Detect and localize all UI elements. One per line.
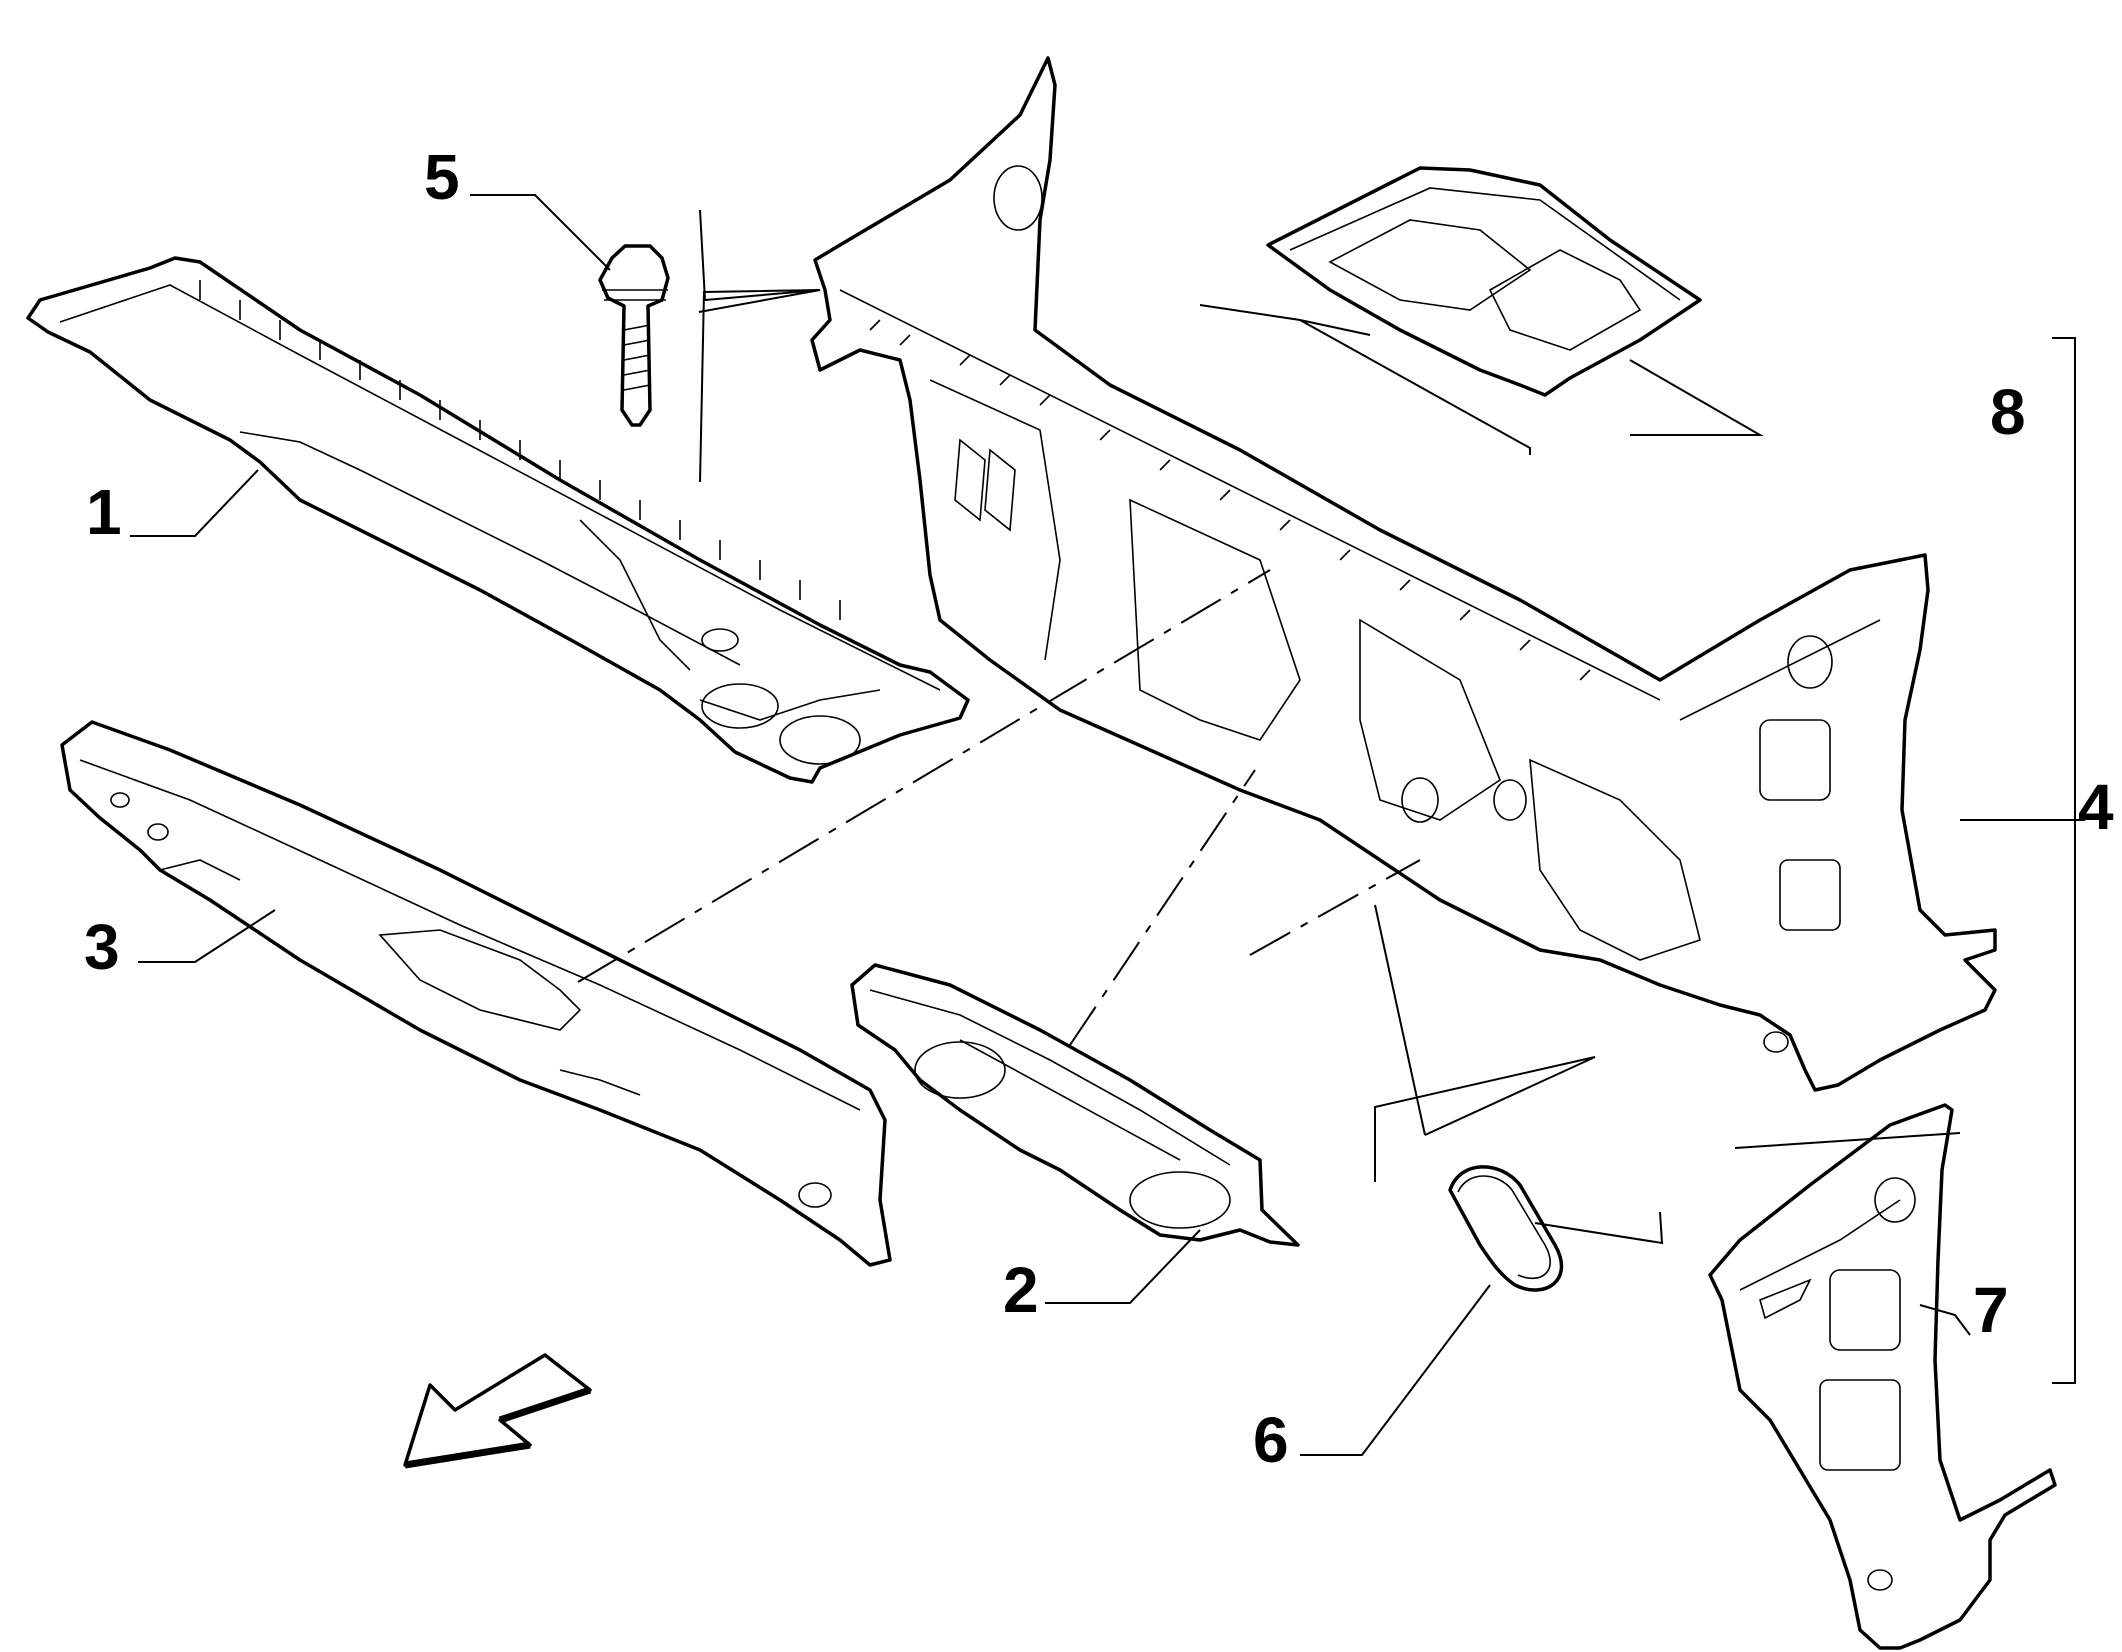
callout-3: 3 [84,911,120,983]
part-4-dash-panel [810,56,1997,1092]
callout-4: 4 [2078,771,2114,843]
assembly-lines [577,209,1961,1245]
part-5-bolt [598,244,670,427]
callout-7: 7 [1973,1274,2009,1346]
part-7-side-pillar [1708,1103,2057,1650]
callout-6: 6 [1253,1404,1289,1476]
callout-5: 5 [424,141,460,213]
callout-8: 8 [1990,376,2026,448]
group-bracket [2052,337,2085,1384]
part-3-lower-cross-member [60,720,892,1267]
part-6-grommet [1448,1165,1564,1292]
part-2-reinforcement [850,963,1300,1247]
part-8-pad [1266,166,1702,397]
callout-leaders [130,194,2085,1456]
direction-arrow-icon [403,1353,592,1469]
callout-2: 2 [1003,1254,1039,1326]
part-1-upper-cross-member [26,256,970,784]
callout-1: 1 [86,476,122,548]
